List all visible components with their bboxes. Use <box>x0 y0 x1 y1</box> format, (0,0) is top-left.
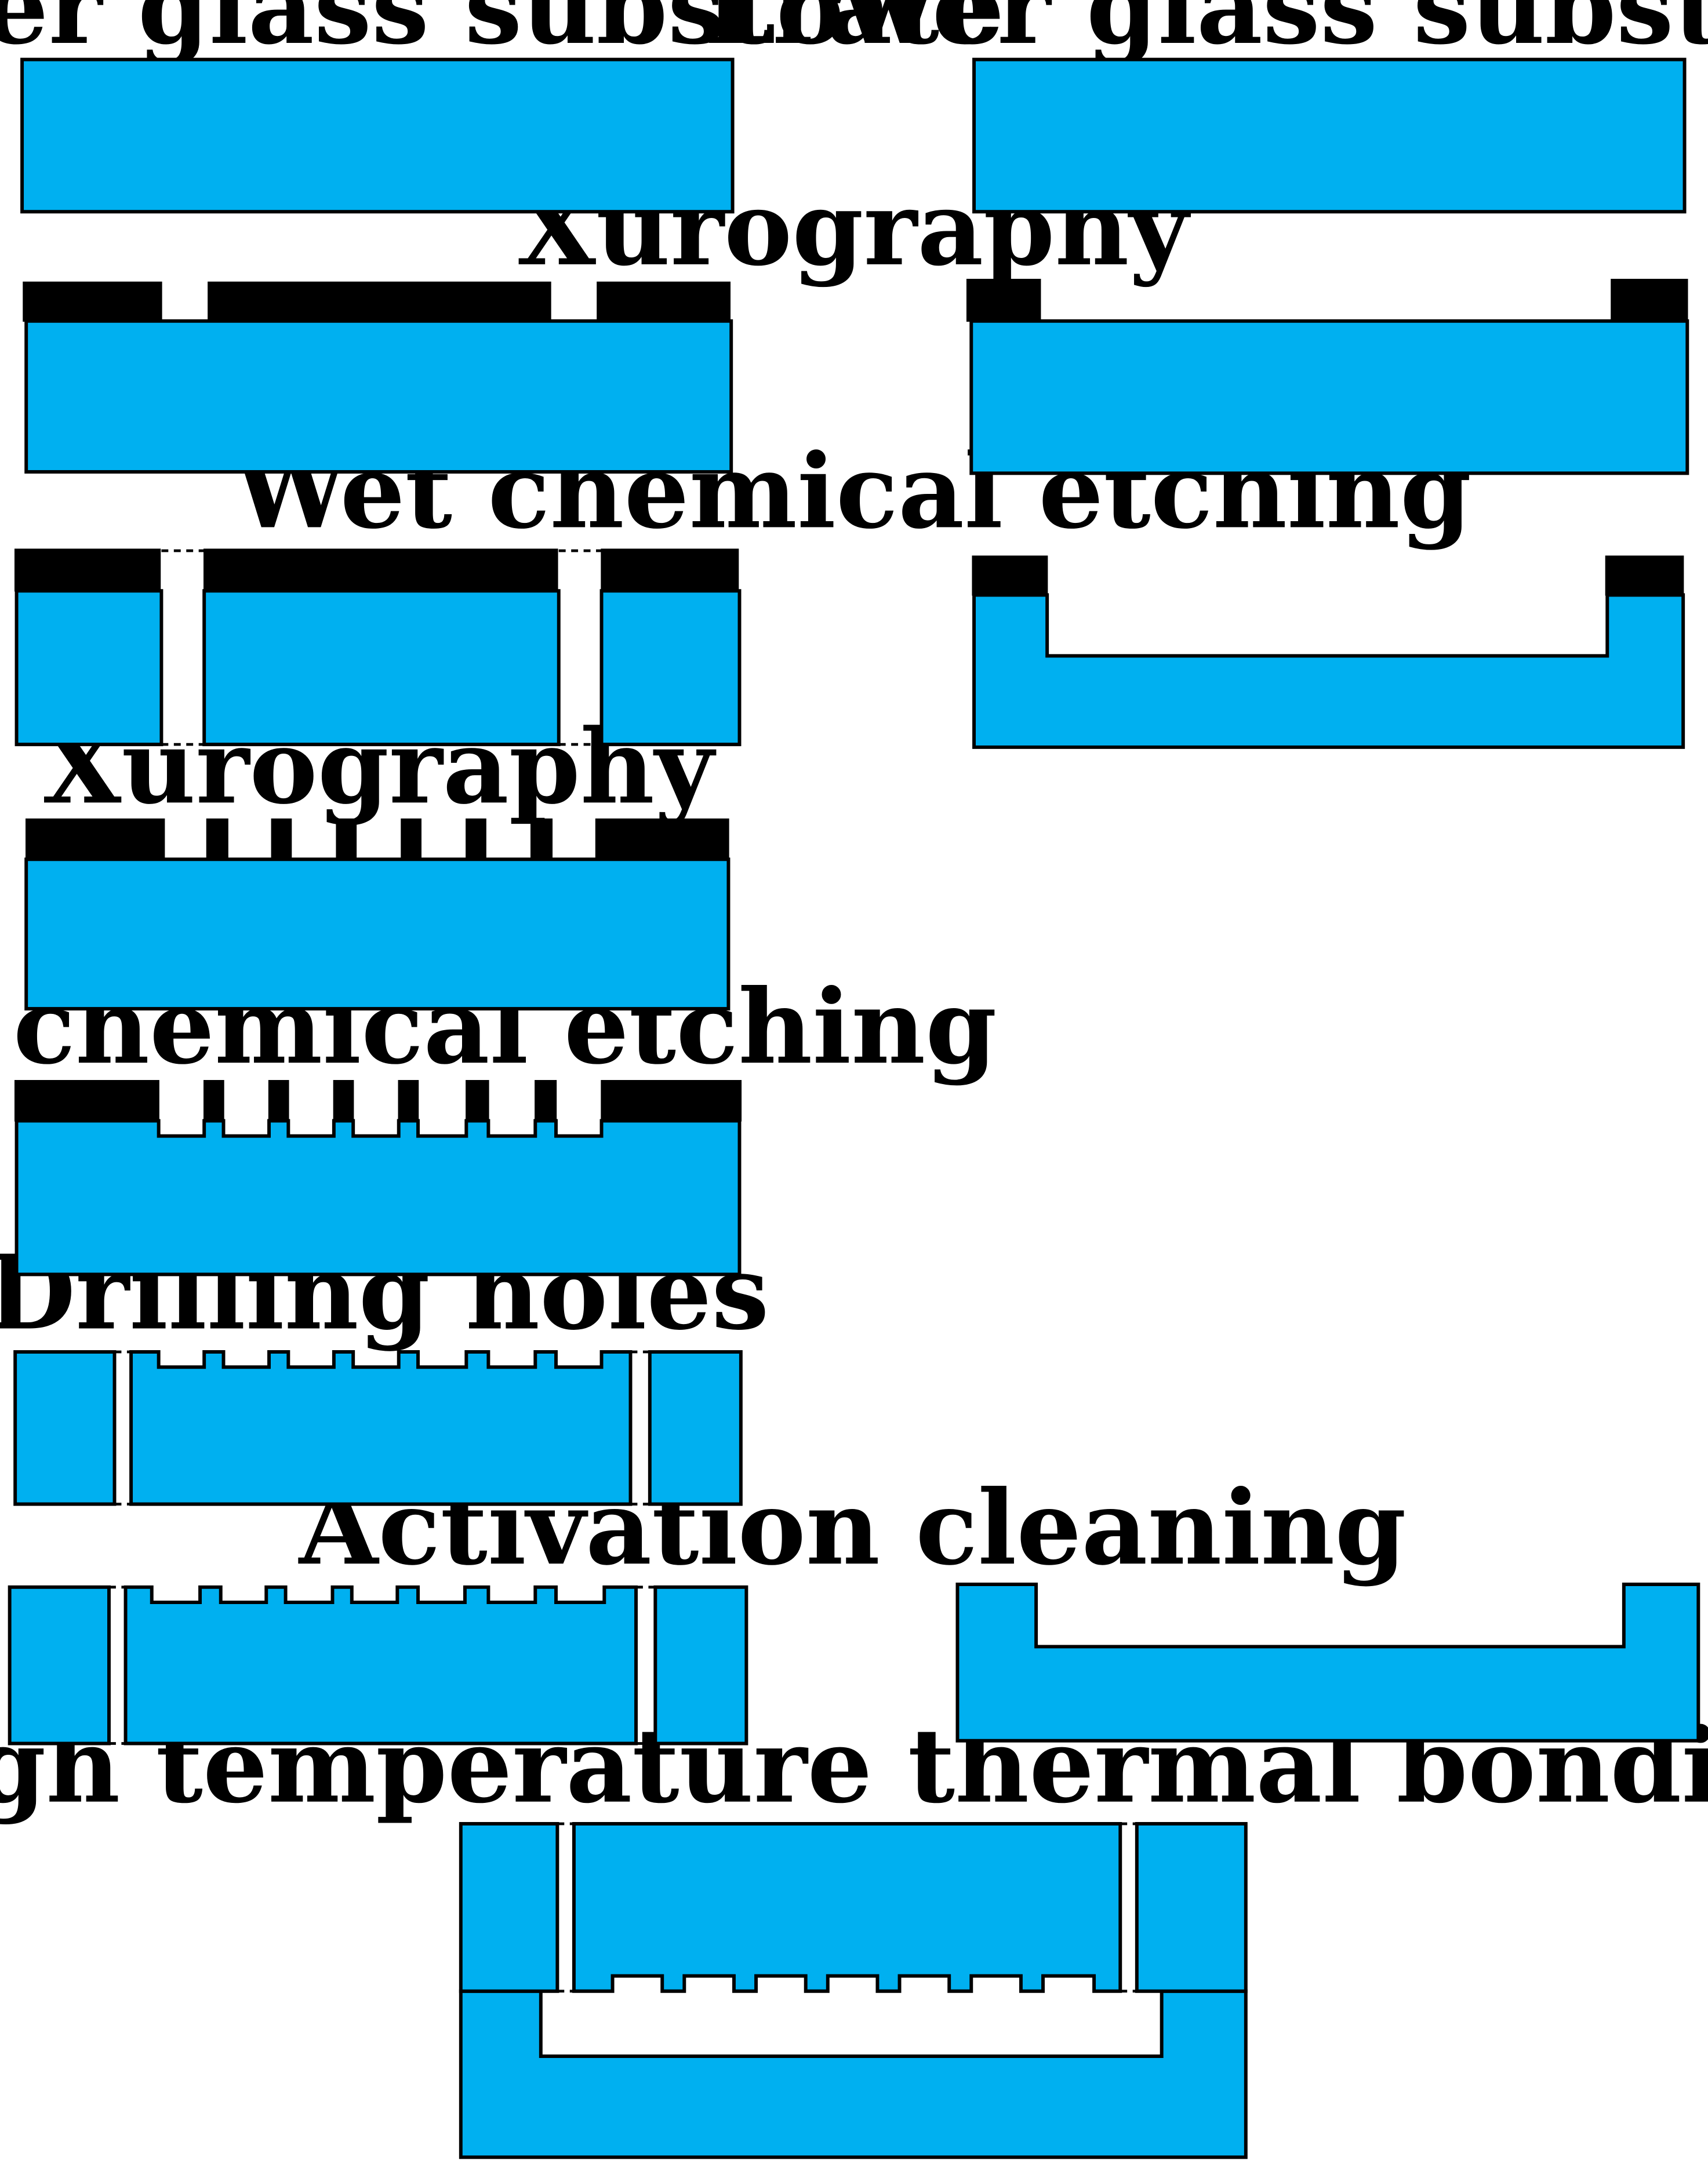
mask-lower-x1-right <box>1611 278 1688 322</box>
mask-upper-etch2-bar-2 <box>268 1079 289 1122</box>
mask-upper-etch2-bar-4 <box>398 1079 419 1122</box>
mask-upper-x2-bar-6 <box>530 818 553 860</box>
upper-glass-etched-left <box>14 589 163 747</box>
mask-upper-etch2-bar-3 <box>333 1079 354 1122</box>
bonded-upper-glass-left <box>459 1821 559 1993</box>
upper-glass-xurography-2 <box>24 857 731 1011</box>
upper-glass-substrate <box>20 57 735 214</box>
upper-glass-etched-right <box>599 589 742 747</box>
mask-upper-x2-bar-2 <box>271 818 292 860</box>
mask-upper-x2-bar-3 <box>336 818 357 860</box>
upper-glass-etched-middle <box>202 589 561 747</box>
mask-lower-etch1-left <box>972 555 1048 596</box>
mask-lower-etch1-right <box>1605 555 1684 596</box>
mask-upper-x1-left <box>23 281 162 322</box>
lower-glass-etched-cavity <box>972 593 1685 749</box>
mask-lower-x1-left <box>966 278 1041 322</box>
upper-glass-drilled-middle <box>129 1350 633 1506</box>
upper-glass-drilled-left <box>13 1350 117 1506</box>
upper-glass-etched-grooves <box>14 1119 742 1277</box>
upper-glass-cleaned-right <box>653 1585 748 1746</box>
mask-upper-x2-bar-1 <box>206 818 228 860</box>
bonded-upper-glass-middle <box>572 1821 1122 1993</box>
mask-upper-x2-bar-5 <box>466 818 486 860</box>
bonded-upper-glass-right <box>1135 1821 1248 1993</box>
upper-glass-drilled-right <box>648 1350 743 1506</box>
mask-upper-x2-bar-4 <box>401 818 421 860</box>
lower-glass-substrate <box>972 57 1687 214</box>
mask-upper-etch2-bar-5 <box>466 1079 489 1122</box>
mask-upper-etch2-bar-1 <box>203 1079 224 1122</box>
upper-glass-cleaned-left <box>8 1585 111 1746</box>
mask-upper-etch2-left <box>14 1079 159 1122</box>
mask-upper-etch2-right <box>601 1079 742 1122</box>
lower-glass-xurography-1 <box>969 319 1689 475</box>
mask-upper-etch2-bar-6 <box>535 1079 557 1122</box>
mask-upper-x1-middle <box>208 281 551 322</box>
upper-glass-xurography-1 <box>24 319 733 474</box>
mask-upper-x2-right <box>595 818 729 860</box>
bonded-lower-glass <box>459 1989 1248 2159</box>
mask-upper-etch1-left <box>14 548 161 592</box>
lower-glass-cleaned-cavity <box>955 1583 1700 1743</box>
mask-upper-x2-left <box>26 818 165 860</box>
upper-glass-cleaned-middle <box>123 1585 638 1746</box>
mask-upper-x1-right <box>597 281 731 322</box>
mask-upper-etch1-right <box>601 548 739 592</box>
label-upper-glass-substrate: Upper glass substrate <box>0 0 1004 67</box>
mask-upper-etch1-middle <box>203 548 558 592</box>
label-lower-glass-substrate: Lower glass substrate <box>704 0 1708 67</box>
